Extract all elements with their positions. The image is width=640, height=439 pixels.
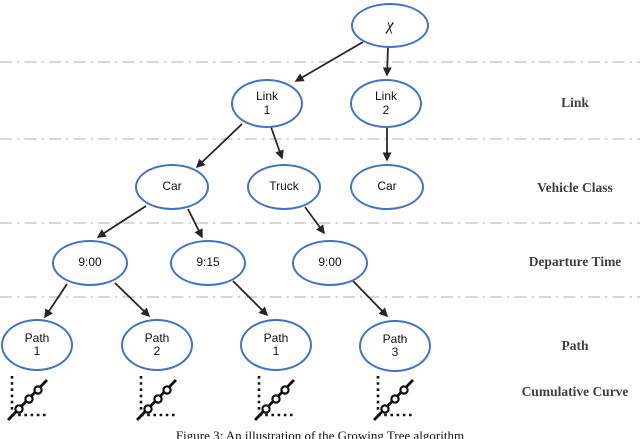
level-label-vehicle-class: Vehicle Class xyxy=(537,180,613,195)
tree-node-link-2: Link 2 xyxy=(350,79,422,128)
node-label: χ xyxy=(386,16,394,34)
cumulative-curve-icon xyxy=(135,374,180,421)
node-label: 9:00 xyxy=(318,255,342,270)
level-label-cumulative-curve: Cumulative Curve xyxy=(521,384,629,399)
figure-caption: Figure 3: An illustration of the Growing… xyxy=(175,428,465,439)
tree-node-path-2: Path 2 xyxy=(121,319,193,371)
node-label: Car xyxy=(377,179,397,194)
tree-node-time-900-b: 9:00 xyxy=(292,240,368,286)
node-label: 9:15 xyxy=(196,255,220,270)
level-label-link: Link xyxy=(561,95,589,110)
tree-node-root: χ xyxy=(351,3,429,48)
node-label: 2 xyxy=(153,344,161,358)
node-label: 1 xyxy=(263,102,271,117)
node-label: Link xyxy=(374,89,397,104)
node-label: Path xyxy=(382,331,408,346)
level-label-departure-time: Departure Time xyxy=(528,254,622,269)
tree-edges xyxy=(44,41,392,319)
node-label: Truck xyxy=(269,179,299,194)
tree-node-truck: Truck xyxy=(247,164,321,210)
cumulative-curve-icon xyxy=(372,374,417,421)
level-separator-lines xyxy=(0,61,640,298)
tree-node-path-3: Path 3 xyxy=(359,320,431,372)
node-label: 1 xyxy=(272,344,280,358)
node-label: Car xyxy=(162,179,182,194)
cumulative-curve-icon xyxy=(253,374,298,421)
tree-node-time-915: 9:15 xyxy=(170,240,246,286)
tree-node-path-1: Path 1 xyxy=(1,319,73,371)
tree-node-car-1: Car xyxy=(135,164,209,210)
node-label: 9:00 xyxy=(78,255,102,270)
node-label: 2 xyxy=(382,102,390,117)
tree-node-car-2: Car xyxy=(350,164,424,210)
node-label: 1 xyxy=(33,344,41,358)
tree-node-time-900-a: 9:00 xyxy=(52,240,128,286)
level-label-path: Path xyxy=(561,338,589,353)
node-label: 3 xyxy=(391,345,399,359)
node-label: Link xyxy=(255,89,278,104)
tree-node-path-1b: Path 1 xyxy=(240,319,312,371)
tree-node-link-1: Link 1 xyxy=(231,79,303,128)
node-label: Path xyxy=(263,330,289,345)
node-label: Path xyxy=(24,330,50,345)
node-label: Path xyxy=(144,330,170,345)
cumulative-curve-icon xyxy=(6,374,51,421)
